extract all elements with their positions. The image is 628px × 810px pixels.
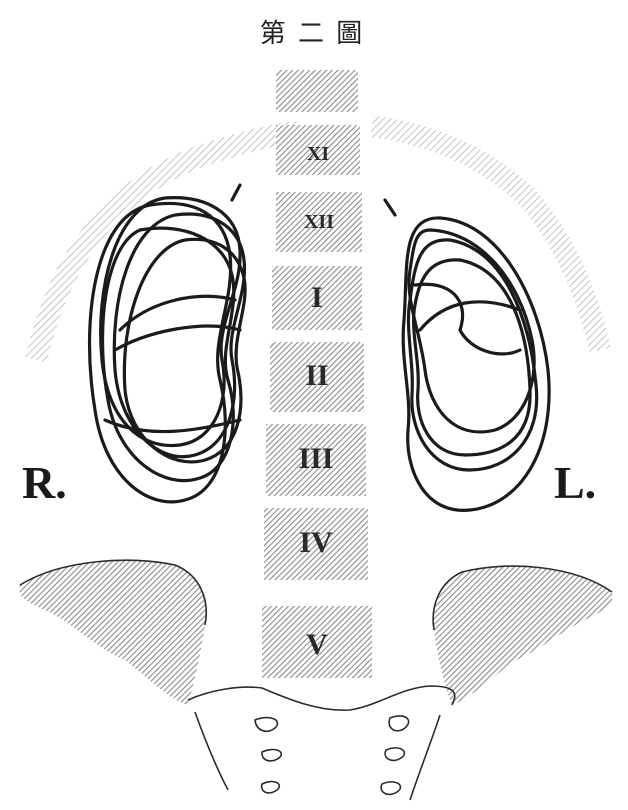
sacral-foramen xyxy=(255,718,277,732)
left-iliac-wing xyxy=(433,566,612,705)
sacral-foramen xyxy=(381,782,400,795)
pelvic-inlet-right xyxy=(410,715,440,800)
vertebra-label-i: I xyxy=(311,281,323,314)
pelvis xyxy=(19,560,612,800)
right-kidney-outlines xyxy=(90,185,246,502)
figure-title: 第 二 圖 xyxy=(260,19,365,49)
vertebra-label-iv: IV xyxy=(299,526,333,559)
vertebra-label-v: V xyxy=(306,628,328,661)
vertebral-column: XI XII I II III IV V xyxy=(262,70,372,678)
sacral-foramen xyxy=(389,716,408,731)
vertebra-top xyxy=(276,70,358,112)
vertebra-label-iii: III xyxy=(298,442,333,475)
sacral-foramen xyxy=(262,750,281,761)
right-iliac-wing xyxy=(19,560,206,705)
right-side-label: R. xyxy=(22,457,67,508)
sacral-foramen xyxy=(385,748,404,761)
pelvic-inlet-left xyxy=(195,712,228,790)
vertebra-label-ii: II xyxy=(305,359,328,392)
vertebra-label-xi: XI xyxy=(307,143,329,165)
left-kidney-outlines xyxy=(385,200,549,510)
left-side-label: L. xyxy=(554,457,596,508)
sacrum-outline xyxy=(188,686,455,710)
vertebra-label-xii: XII xyxy=(304,211,334,233)
sacral-foramen xyxy=(262,782,280,793)
